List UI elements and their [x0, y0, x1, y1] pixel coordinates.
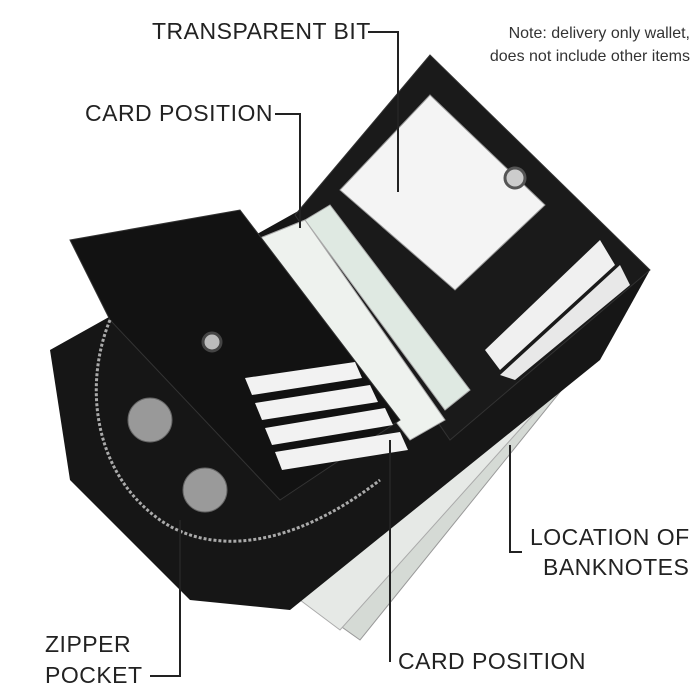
left-card-slots: [245, 362, 408, 470]
coin: [127, 397, 173, 443]
leader-banknotes: [509, 445, 522, 553]
coin: [182, 467, 228, 513]
label-location-of-banknotes-1: LOCATION OF: [530, 524, 690, 550]
right-card-slot: [500, 265, 630, 380]
leader-zipper-pocket: [150, 520, 181, 677]
label-zipper-pocket-2: POCKET: [45, 662, 143, 688]
zipper: [94, 319, 381, 543]
leader-card-position-top: [275, 113, 301, 228]
leader-lines: [150, 31, 522, 677]
label-transparent-bit: TRANSPARENT BIT: [152, 18, 371, 44]
id-card-slot: [304, 204, 471, 411]
label-zipper-pocket-1: ZIPPER: [45, 631, 132, 657]
snap-button: [503, 166, 527, 190]
leader-transparent-bit: [368, 31, 399, 192]
snap-button: [201, 331, 223, 353]
transparent-window: [339, 94, 546, 291]
label-card-position-bottom: CARD POSITION: [398, 648, 586, 674]
note-line-1: Note: delivery only wallet,: [508, 25, 690, 42]
note-line-2: does not include other items: [489, 48, 690, 65]
label-location-of-banknotes-2: BANKNOTES: [543, 554, 690, 580]
right-card-slot: [485, 240, 615, 370]
label-card-position-top: CARD POSITION: [85, 100, 273, 126]
